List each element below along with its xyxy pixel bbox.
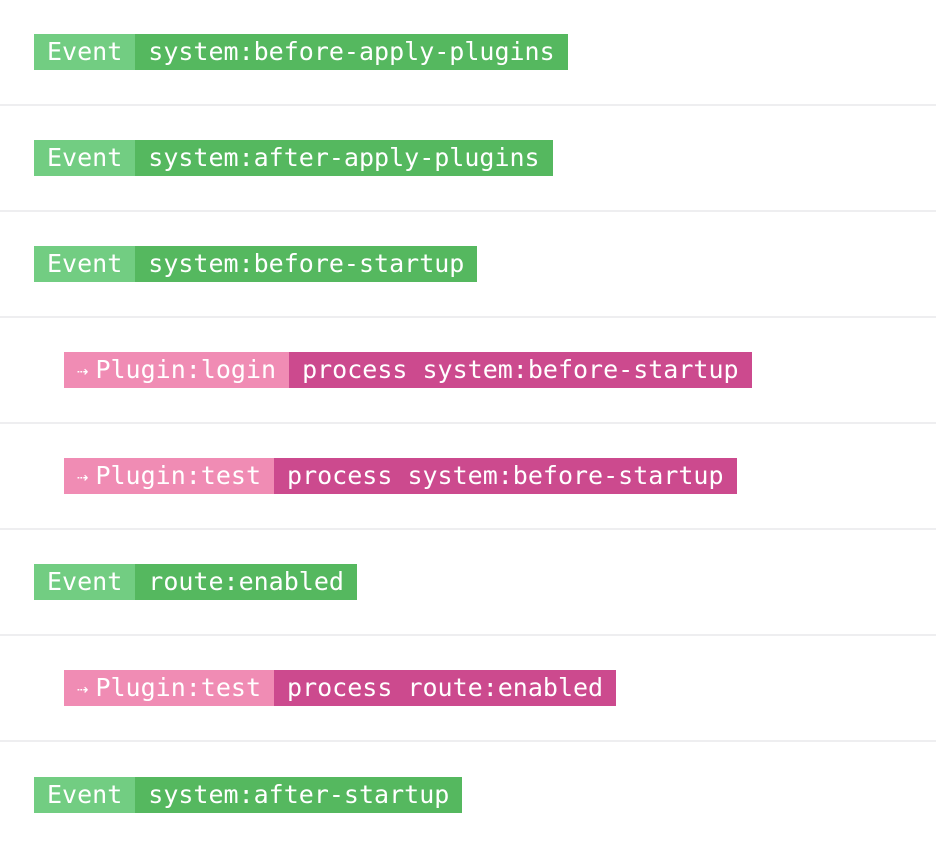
tag-text: Event [47,37,123,66]
event-message: system:before-startup [135,246,478,282]
tag-text: Plugin:test [95,461,262,490]
event-message: system:before-apply-plugins [135,34,568,70]
event-message: system:after-apply-plugins [135,140,553,176]
plugin-tag-label: ⇢ Plugin:login [64,352,290,388]
plugin-badge: ⇢ Plugin:test process route:enabled [64,670,617,706]
log-row: Event route:enabled [0,530,936,636]
plugin-message: process system:before-startup [289,352,752,388]
event-badge: Event system:after-apply-plugins [34,140,553,176]
event-tag-label: Event [34,564,136,600]
log-row: ⇢ Plugin:test process system:before-startu… [0,424,936,530]
log-row: Event system:after-apply-plugins [0,106,936,212]
log-row: ⇢ Plugin:test process route:enabled [0,636,936,742]
event-tag-label: Event [34,140,136,176]
tag-text: Event [47,249,123,278]
log-row: Event system:after-startup [0,742,936,848]
event-badge: Event system:before-apply-plugins [34,34,568,70]
tag-text: Event [47,143,123,172]
tag-text: Plugin:login [95,355,277,384]
plugin-message: process system:before-startup [274,458,737,494]
log-row: Event system:before-startup [0,212,936,318]
event-tag-label: Event [34,34,136,70]
event-message: route:enabled [135,564,357,600]
log-row: Event system:before-apply-plugins [0,0,936,106]
dashed-arrow-right-icon: ⇢ [77,678,89,700]
event-tag-label: Event [34,246,136,282]
event-message: system:after-startup [135,777,463,813]
dashed-arrow-right-icon: ⇢ [77,466,89,488]
plugin-badge: ⇢ Plugin:test process system:before-startu… [64,458,737,494]
plugin-tag-label: ⇢ Plugin:test [64,670,275,706]
event-badge: Event system:after-startup [34,777,463,813]
event-tag-label: Event [34,777,136,813]
event-badge: Event system:before-startup [34,246,478,282]
plugin-message: process route:enabled [274,670,617,706]
log-row: ⇢ Plugin:login process system:before-start… [0,318,936,424]
plugin-badge: ⇢ Plugin:login process system:before-start… [64,352,752,388]
plugin-tag-label: ⇢ Plugin:test [64,458,275,494]
tag-text: Event [47,567,123,596]
tag-text: Event [47,780,123,809]
tag-text: Plugin:test [95,673,262,702]
dashed-arrow-right-icon: ⇢ [77,360,89,382]
event-badge: Event route:enabled [34,564,357,600]
